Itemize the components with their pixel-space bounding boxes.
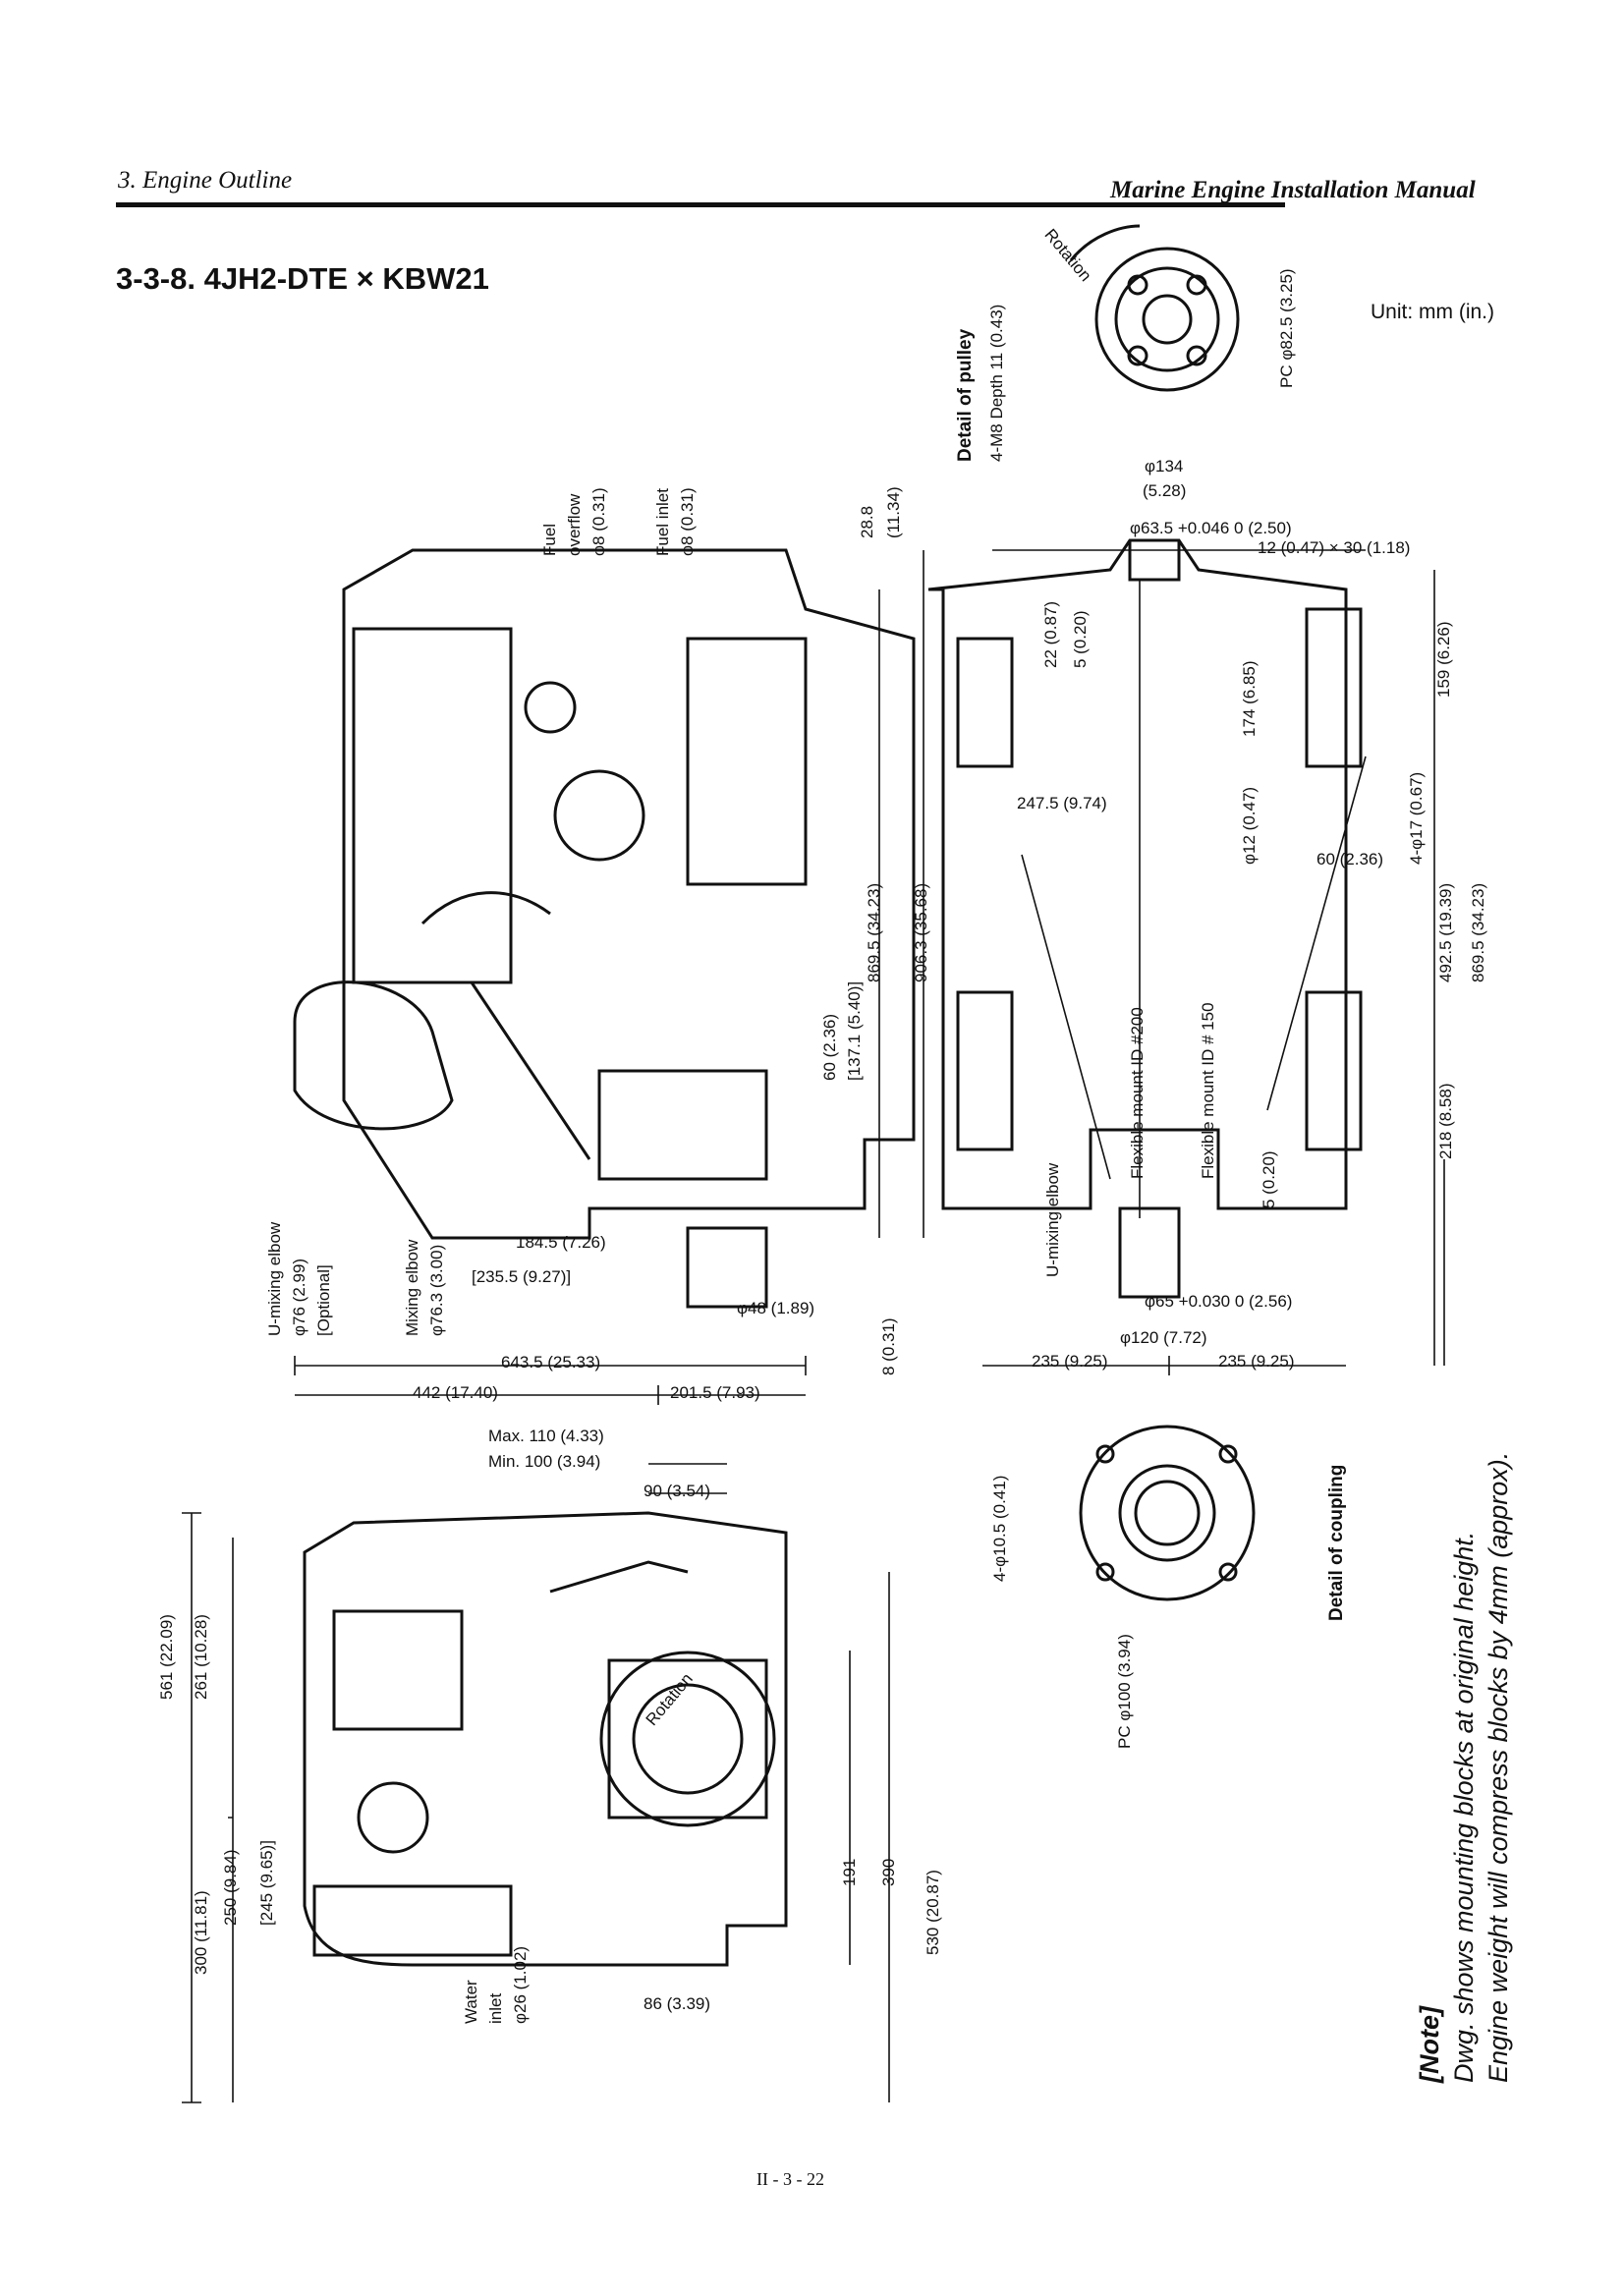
flexible-mount-200: Flexible mount ID #200 [1128,1007,1147,1179]
dim-137-1: [137.1 (5.40)] [845,980,864,1081]
dim-235-5: [235.5 (9.27)] [472,1267,572,1286]
header-rule [116,202,1285,207]
water-inlet-label-2: inlet [486,1992,505,2024]
dim-5b: 5 (0.20) [1260,1150,1278,1208]
dim-530: 530 (20.87) [924,1870,942,1955]
mixing-elbow-label-2: φ76.3 (3.00) [427,1244,446,1336]
flexible-mount-150: Flexible mount ID # 150 [1199,1002,1217,1179]
dim-12x30: 12 (0.47) × 30 (1.18) [1258,538,1411,557]
mixing-elbow-label-1: Mixing elbow [403,1239,421,1336]
dim-12: φ12 (0.47) [1240,786,1259,865]
note-title: [Note] [1415,2006,1444,2083]
dim-11-34: (11.34) [884,486,903,538]
dim-906-3: 906.3 (35.68) [912,882,930,982]
manual-header: Marine Engine Installation Manual [1110,177,1476,203]
page-number: II - 3 - 22 [756,2169,824,2189]
water-inlet-label-1: Water [462,1980,480,2024]
dim-4-10-5: 4-φ10.5 (0.41) [990,1475,1009,1582]
dim-65: φ65 +0.030 0 (2.56) [1145,1292,1293,1311]
dim-235-right: 235 (9.25) [1218,1352,1295,1371]
dim-90: 90 (3.54) [644,1482,711,1500]
fuel-overflow-label-1: Fuel [540,523,559,556]
dim-250: 250 (9.84) [221,1849,240,1927]
dim-869-5b: 869.5 (34.23) [1469,882,1487,982]
dim-4-17: 4-φ17 (0.67) [1407,771,1426,865]
note-line-1: Dwg. shows mounting blocks at original h… [1449,1531,1479,2083]
dim-869-5: 869.5 (34.23) [865,882,883,982]
fuel-inlet-label-1: Fuel inlet [653,488,672,556]
dim-247-5: 247.5 (9.74) [1017,794,1107,812]
dim-134b: (5.28) [1143,481,1187,500]
dim-184-5: 184.5 (7.26) [516,1233,606,1252]
pc-100-label: PC φ100 (3.94) [1115,1634,1134,1749]
dim-201-5: 201.5 (7.93) [670,1383,760,1402]
dim-261: 261 (10.28) [192,1614,210,1700]
dim-5a: 5 (0.20) [1071,610,1090,668]
dim-min-100: Min. 100 (3.94) [488,1452,601,1471]
note-line-2: Engine weight will compress blocks by 4m… [1484,1451,1513,2083]
dim-60: 60 (2.36) [820,1013,839,1081]
dim-63-5: φ63.5 +0.046 0 (2.50) [1130,519,1292,537]
dim-174: 174 (6.85) [1240,660,1259,738]
dim-60b: 60 (2.36) [1316,850,1384,868]
chapter-header: 3. Engine Outline [118,167,293,194]
dim-28-8: 28.8 [858,505,876,538]
dim-8: 8 (0.31) [879,1317,898,1375]
pulley-pc-label: PC φ82.5 (3.25) [1277,268,1296,388]
dim-300: 300 (11.81) [192,1890,210,1975]
dim-218: 218 (8.58) [1436,1083,1455,1160]
unit-label: Unit: mm (in.) [1371,301,1494,323]
dim-235-left: 235 (9.25) [1032,1352,1108,1371]
dim-159: 159 (6.26) [1434,621,1453,699]
dim-86: 86 (3.39) [644,1994,711,2013]
dim-191: 191 [840,1858,859,1886]
dim-643-5: 643.5 (25.33) [501,1353,601,1372]
u-mixing-label-1: U-mixing elbow [265,1221,284,1336]
dim-492-5: 492.5 (19.39) [1436,882,1455,982]
water-inlet-label-3: φ26 (1.02) [511,1945,530,2024]
dim-561: 561 (22.09) [157,1614,176,1700]
u-mixing-elbow-label: U-mixing elbow [1043,1162,1062,1277]
dim-442: 442 (17.40) [413,1383,498,1402]
dim-max-110: Max. 110 (4.33) [488,1427,604,1445]
dim-134: φ134 [1145,457,1184,476]
dim-390: 390 [879,1858,898,1886]
page-title: 3-3-8. 4JH2-DTE × KBW21 [116,261,489,296]
pulley-detail-title: Detail of pulley [955,328,976,462]
dim-48: φ48 (1.89) [737,1299,815,1317]
dim-245: [245 (9.65)] [257,1840,276,1926]
fuel-overflow-label-3: φ8 (0.31) [589,487,608,556]
u-mixing-label-3: [Optional] [314,1264,333,1336]
pulley-detail-text: 4-M8 Depth 11 (0.43) [987,304,1006,462]
u-mixing-label-2: φ76 (2.99) [290,1258,308,1336]
coupling-detail-title: Detail of coupling [1326,1464,1347,1621]
dim-22: 22 (0.87) [1041,600,1060,668]
dim-120: φ120 (7.72) [1120,1328,1207,1347]
fuel-overflow-label-2: overflow [565,493,584,556]
fuel-inlet-label-2: φ8 (0.31) [678,487,697,556]
